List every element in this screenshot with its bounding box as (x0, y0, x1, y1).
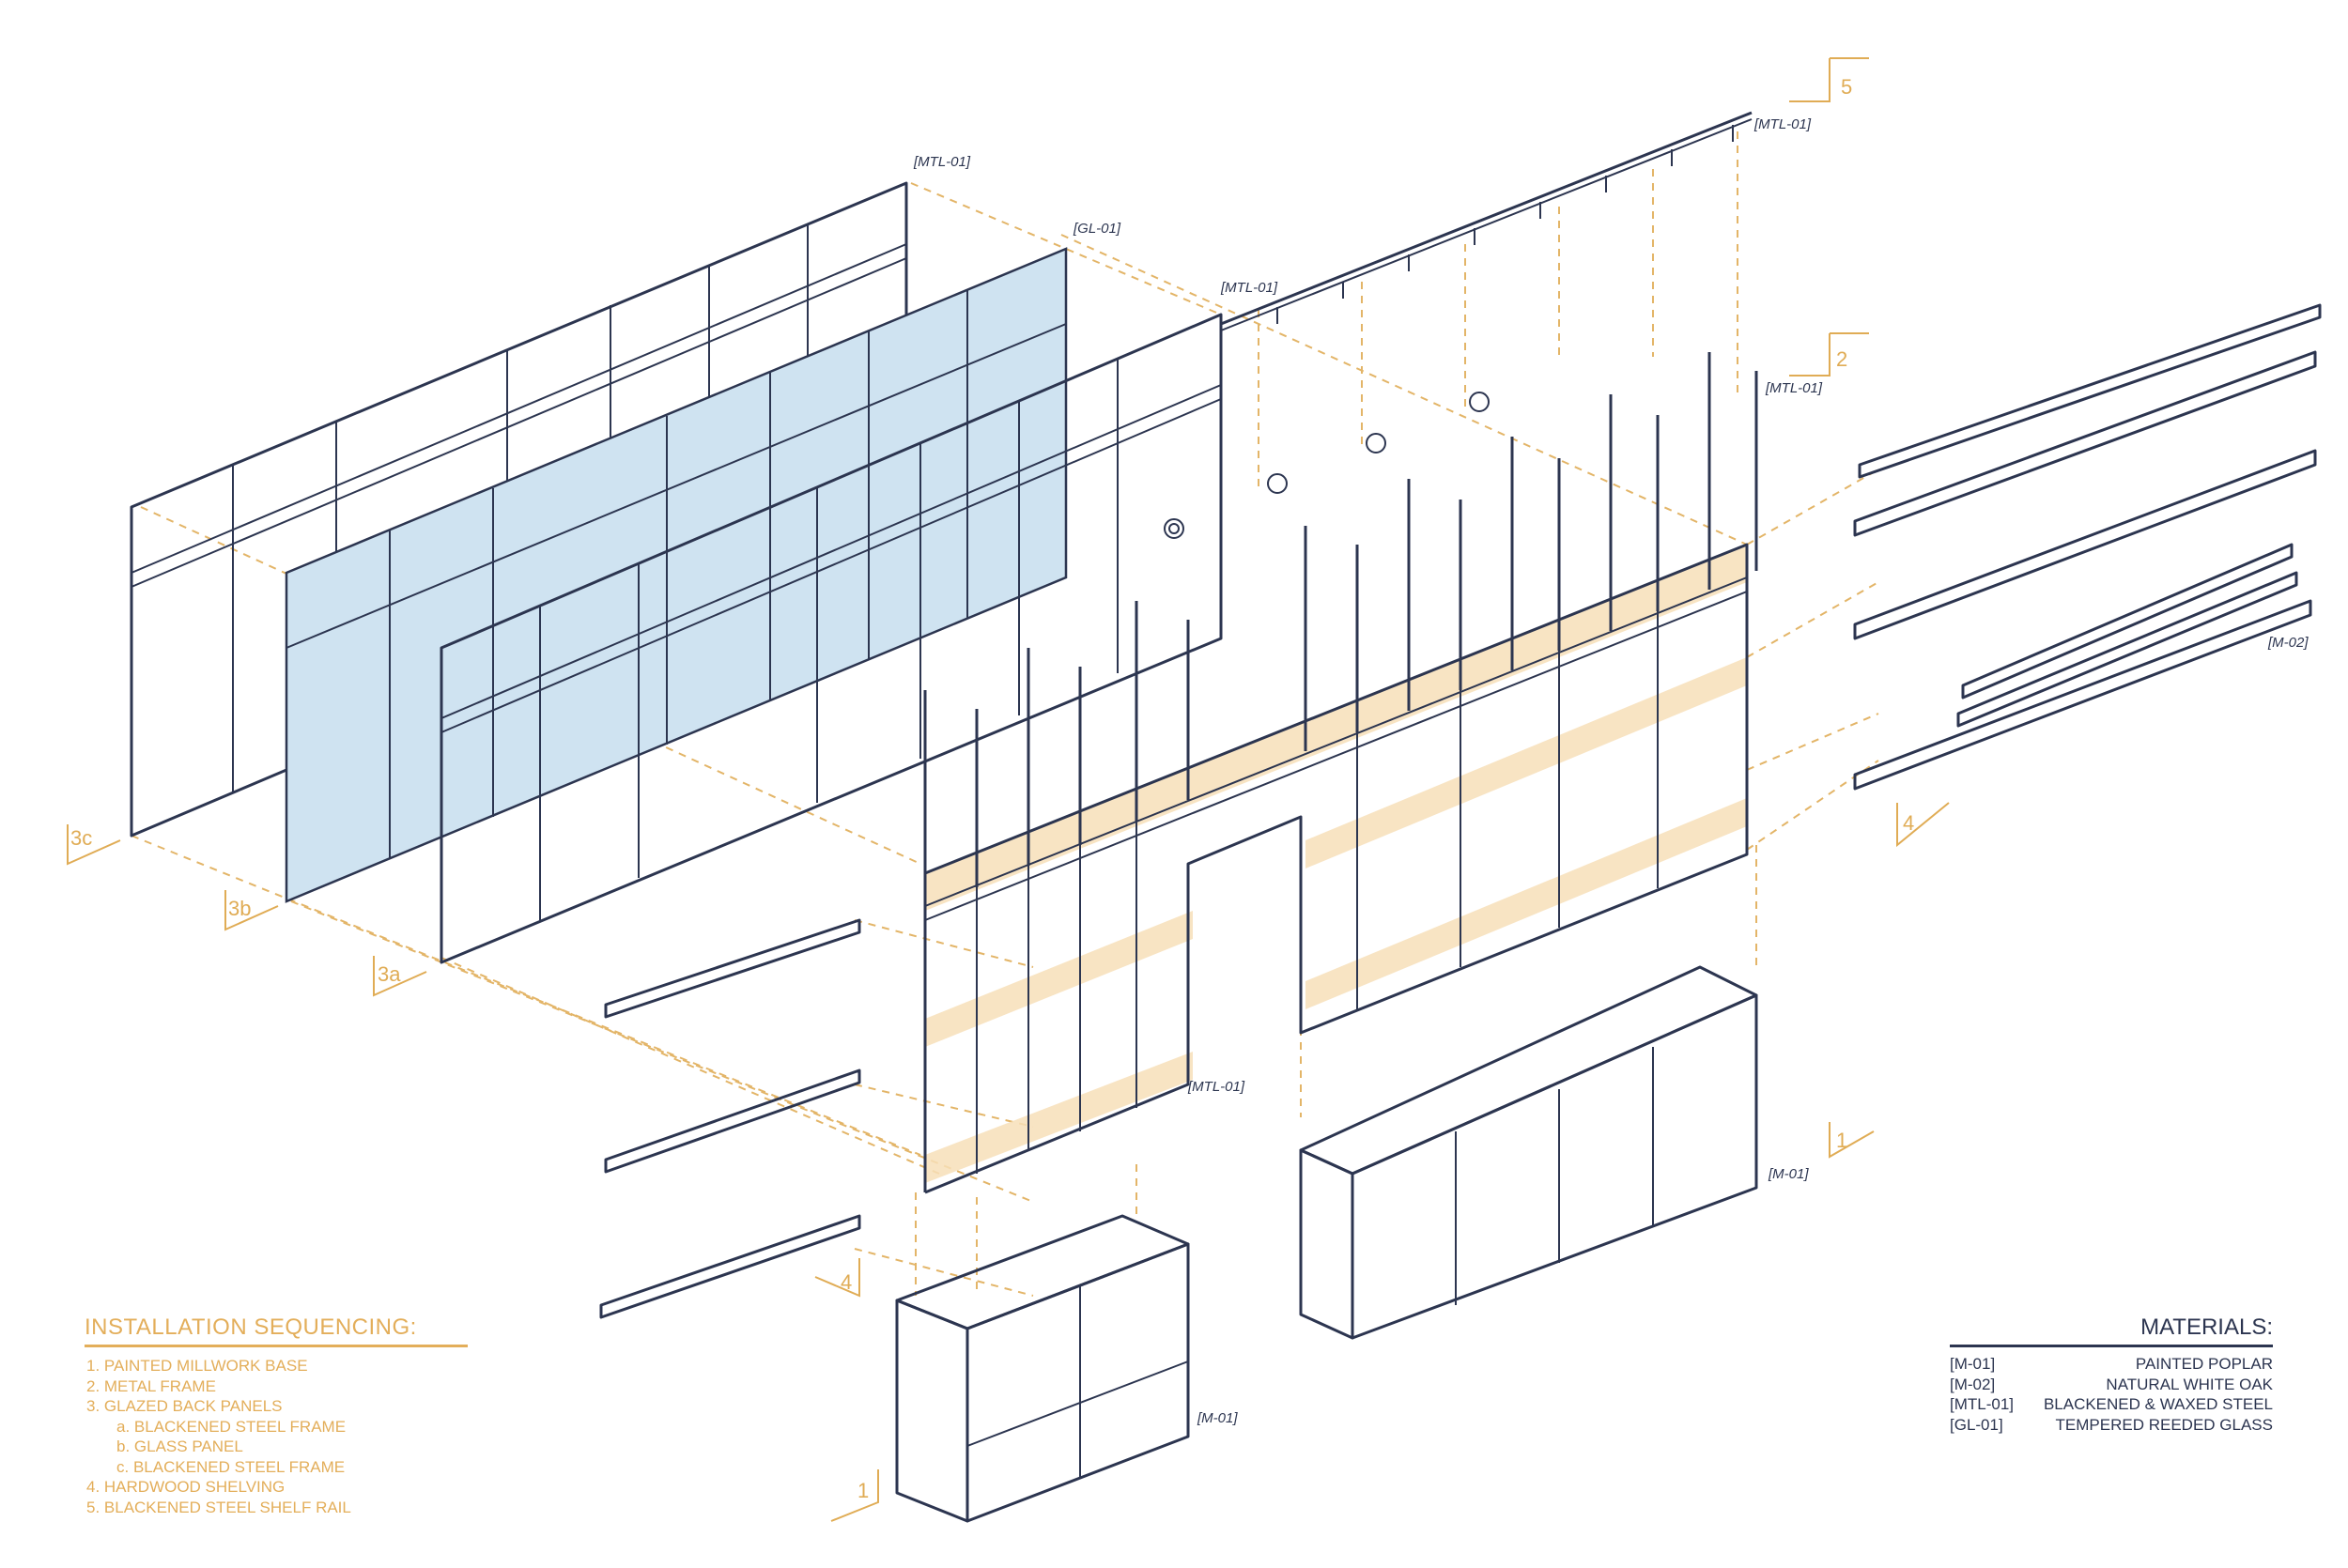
installation-item-4: 4. HARDWOOD SHELVING (86, 1478, 286, 1496)
step-marker-3b: 3b (224, 890, 279, 931)
step-marker-4-left: 4 (814, 1258, 860, 1298)
tag-mtl01-front-frame: [MTL-01] (1220, 280, 1278, 296)
shelf-rail-5 (1220, 111, 1753, 494)
material-name: PAINTED POPLAR (2135, 1355, 2273, 1373)
svg-text:1: 1 (857, 1479, 869, 1502)
material-tags: [MTL-01] [GL-01] [MTL-01] [MTL-01] [MTL-… (913, 116, 2309, 1426)
installation-item-3: 3. GLAZED BACK PANELS (86, 1397, 283, 1415)
step-marker-1-right: 1 (1829, 1122, 1875, 1159)
tag-m01-left-base: [M-01] (1197, 1410, 1238, 1426)
material-name: NATURAL WHITE OAK (2106, 1375, 2273, 1393)
metal-frame-2 (923, 352, 1758, 1194)
material-name: TEMPERED REEDED GLASS (2055, 1415, 2273, 1434)
installation-sequencing-title: INSTALLATION SEQUENCING: (85, 1314, 417, 1340)
tag-mtl01-lower-frame: [MTL-01] (1187, 1079, 1245, 1095)
tag-mtl01-frame: [MTL-01] (1765, 380, 1823, 396)
svg-text:3b: 3b (228, 897, 251, 920)
step-marker-1-left: 1 (830, 1469, 879, 1522)
millwork-base-right (1299, 965, 1758, 1340)
materials-title-rule (1950, 1345, 2273, 1347)
tag-gl01-glass: [GL-01] (1073, 221, 1121, 237)
step-marker-3a: 3a (373, 956, 427, 997)
tag-mtl01-back-frame: [MTL-01] (913, 154, 971, 170)
installation-item-3c: c. BLACKENED STEEL FRAME (116, 1457, 346, 1476)
material-code: [M-02] (1950, 1375, 1996, 1393)
installation-item-3a: a. BLACKENED STEEL FRAME (116, 1417, 347, 1436)
svg-text:3c: 3c (70, 826, 92, 850)
tag-m02-shelves: [M-02] (2267, 635, 2309, 651)
step-markers: 5 2 4 1 4 1 3c 3b (67, 57, 1950, 1522)
svg-text:2: 2 (1836, 347, 1847, 371)
installation-item-5: 5. BLACKENED STEEL SHELF RAIL (86, 1498, 351, 1516)
glass-panels-3b (285, 247, 1068, 903)
material-name: BLACKENED & WAXED STEEL (2043, 1395, 2273, 1413)
hardwood-shelves-right (1853, 303, 2322, 791)
svg-text:1: 1 (1836, 1129, 1847, 1152)
millwork-base-left (895, 1214, 1190, 1523)
step-marker-3c: 3c (67, 824, 121, 866)
step-marker-5: 5 (1789, 57, 1869, 102)
material-row: [M-02] NATURAL WHITE OAK (1950, 1375, 2273, 1395)
material-row: [M-01] PAINTED POPLAR (1950, 1354, 2273, 1375)
tag-mtl01-rail: [MTL-01] (1753, 116, 1812, 132)
material-row: [GL-01] TEMPERED REEDED GLASS (1950, 1415, 2273, 1436)
svg-text:5: 5 (1841, 75, 1852, 99)
svg-text:3a: 3a (378, 962, 401, 986)
installation-item-1: 1. PAINTED MILLWORK BASE (86, 1357, 308, 1375)
step-marker-4-right: 4 (1896, 802, 1950, 848)
installation-item-2: 2. METAL FRAME (86, 1376, 216, 1395)
svg-text:4: 4 (1903, 811, 1914, 835)
svg-text:4: 4 (841, 1270, 852, 1294)
materials-title: MATERIALS: (2140, 1314, 2273, 1340)
material-row: [MTL-01] BLACKENED & WAXED STEEL (1950, 1394, 2273, 1415)
installation-item-3b: b. GLASS PANEL (116, 1437, 243, 1455)
step-marker-2: 2 (1789, 332, 1869, 377)
material-code: [M-01] (1950, 1355, 1996, 1373)
hardwood-shelves-left (599, 918, 861, 1319)
tag-m01-right-base: [M-01] (1768, 1166, 1809, 1182)
installation-sequencing-list: 1. PAINTED MILLWORK BASE 2. METAL FRAME … (86, 1356, 351, 1517)
installation-title-rule (85, 1345, 468, 1347)
front-steel-frame-3a (440, 313, 1223, 964)
materials-table: [M-01] PAINTED POPLAR [M-02] NATURAL WHI… (1950, 1354, 2273, 1435)
material-code: [MTL-01] (1950, 1395, 2015, 1413)
material-code: [GL-01] (1950, 1415, 2003, 1434)
